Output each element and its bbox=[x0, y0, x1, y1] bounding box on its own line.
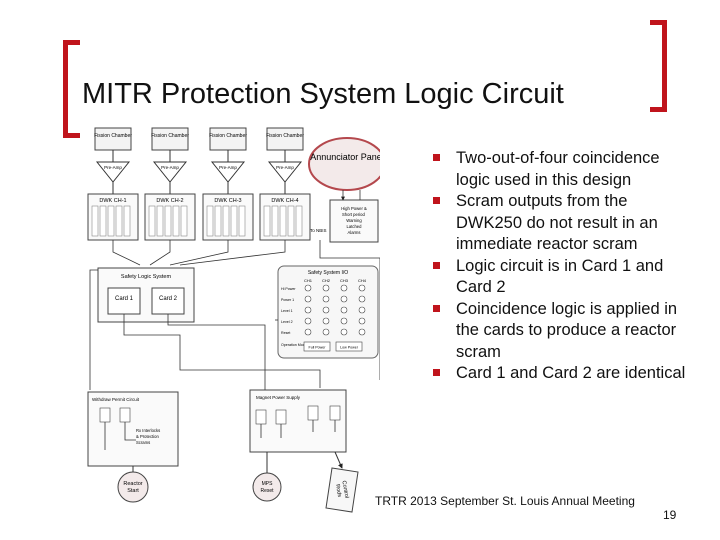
dwk-channel-1-label: DWK CH-1 bbox=[99, 198, 126, 204]
preamp-2: Pre-Amp bbox=[152, 161, 188, 183]
io-row-3: Level 1 bbox=[281, 309, 293, 313]
alarm-connectors bbox=[341, 190, 361, 201]
logic-to-circuit-wires bbox=[89, 269, 321, 390]
bullet-item: Two-out-of-four coincidence logic used i… bbox=[433, 148, 693, 191]
annunciator-label: Annunciator Panel bbox=[310, 152, 380, 162]
io-ch2: CH2 bbox=[322, 278, 331, 283]
control-rods-label: ControlRods bbox=[334, 480, 350, 500]
io-row-4: Level 2 bbox=[281, 320, 293, 324]
fission-chamber-3-label: Fission Chamber bbox=[209, 133, 247, 139]
preamp-4-label: Pre-Amp bbox=[276, 165, 294, 170]
logic-circuit-diagram: Fission Chamber Fission Chamber Fission … bbox=[87, 127, 380, 513]
bullet-list: Two-out-of-four coincidence logic used i… bbox=[433, 148, 693, 385]
preamp-2-label: Pre-Amp bbox=[161, 165, 179, 170]
io-mode-full-power: Full Power bbox=[309, 346, 327, 350]
dwk-channel-4: DWK CH-4 bbox=[259, 193, 311, 241]
dwk-channel-3: DWK CH-3 bbox=[202, 193, 254, 241]
slide-title: MITR Protection System Logic Circuit bbox=[82, 78, 564, 110]
dwk-channel-2-label: DWK CH-2 bbox=[156, 198, 183, 204]
dwk-channel-2: DWK CH-2 bbox=[144, 193, 196, 241]
dwk-channel-1: DWK CH-1 bbox=[87, 193, 139, 241]
withdraw-permit-circuit: Withdraw Permit Circuit Rx Interlocks& P… bbox=[87, 391, 179, 467]
annunciator-panel: Annunciator Panel bbox=[308, 137, 380, 191]
magnet-power-label: Magnet Power Supply bbox=[256, 395, 301, 400]
bullet-square-icon bbox=[433, 369, 440, 376]
dwk-channel-4-label: DWK CH-4 bbox=[271, 198, 298, 204]
preamp-4: Pre-Amp bbox=[267, 161, 303, 183]
io-row-5: Reset bbox=[281, 331, 290, 335]
safety-system-io: Safety System I/O CH1 CH2 CH3 CH4 Hi Pow… bbox=[277, 265, 379, 359]
io-row-1: Hi Power bbox=[281, 287, 296, 291]
channel-to-logic-wires bbox=[112, 240, 380, 380]
page-number: 19 bbox=[663, 508, 677, 522]
card-2-label: Card 2 bbox=[159, 296, 178, 302]
safety-logic-system: Safety Logic System Card 1 Card 2 bbox=[97, 267, 195, 323]
withdraw-permit-label: Withdraw Permit Circuit bbox=[92, 397, 140, 402]
preamp-3: Pre-Amp bbox=[210, 161, 246, 183]
bullet-square-icon bbox=[433, 261, 440, 269]
fission-chamber-1: Fission Chamber bbox=[94, 127, 132, 151]
io-ch3: CH3 bbox=[340, 278, 349, 283]
io-ch1: CH1 bbox=[304, 278, 313, 283]
bullet-item: Card 1 and Card 2 are identical bbox=[433, 363, 693, 385]
left-bracket-decoration bbox=[63, 40, 80, 138]
bullet-item: Logic circuit is in Card 1 and Card 2 bbox=[433, 256, 693, 299]
slide-footer: TRTR 2013 September St. Louis Annual Mee… bbox=[375, 494, 635, 508]
chamber-connectors bbox=[112, 150, 286, 162]
safety-logic-label: Safety Logic System bbox=[121, 274, 172, 280]
dwk-channel-3-label: DWK CH-3 bbox=[214, 198, 241, 204]
safety-io-label: Safety System I/O bbox=[308, 270, 348, 276]
preamp-3-label: Pre-Amp bbox=[219, 165, 237, 170]
io-mode-low-power: Low Power bbox=[340, 346, 359, 350]
fission-chamber-4-label: Fission Chamber bbox=[266, 133, 304, 139]
right-bracket-decoration bbox=[650, 20, 667, 112]
io-indicator-grid bbox=[304, 284, 366, 336]
fission-chamber-4: Fission Chamber bbox=[266, 127, 304, 151]
io-row-2: Power 1 bbox=[281, 298, 294, 302]
io-ch4: CH4 bbox=[358, 278, 367, 283]
bullet-square-icon bbox=[433, 197, 440, 204]
io-mode-label: Operation Mode bbox=[281, 343, 307, 347]
control-rods-shape: ControlRods bbox=[325, 467, 359, 513]
fission-chamber-2-label: Fission Chamber bbox=[151, 133, 189, 139]
preamp-1-label: Pre-Amp bbox=[104, 165, 122, 170]
fission-chamber-3: Fission Chamber bbox=[209, 127, 247, 151]
bullet-square-icon bbox=[433, 304, 440, 312]
fission-chamber-2: Fission Chamber bbox=[151, 127, 189, 151]
to-nbis-label: To NBIS bbox=[310, 228, 327, 233]
magnet-power-supply: Magnet Power Supply bbox=[249, 389, 347, 453]
preamp-1: Pre-Amp bbox=[95, 161, 131, 183]
fission-chamber-1-label: Fission Chamber bbox=[94, 133, 132, 139]
bullet-item: Coincidence logic is applied in the card… bbox=[433, 299, 693, 364]
bullet-item: Scram outputs from the DWK250 do not res… bbox=[433, 191, 693, 256]
preamp-connectors bbox=[112, 182, 286, 194]
bullet-square-icon bbox=[433, 154, 440, 161]
card-1-label: Card 1 bbox=[115, 296, 134, 302]
